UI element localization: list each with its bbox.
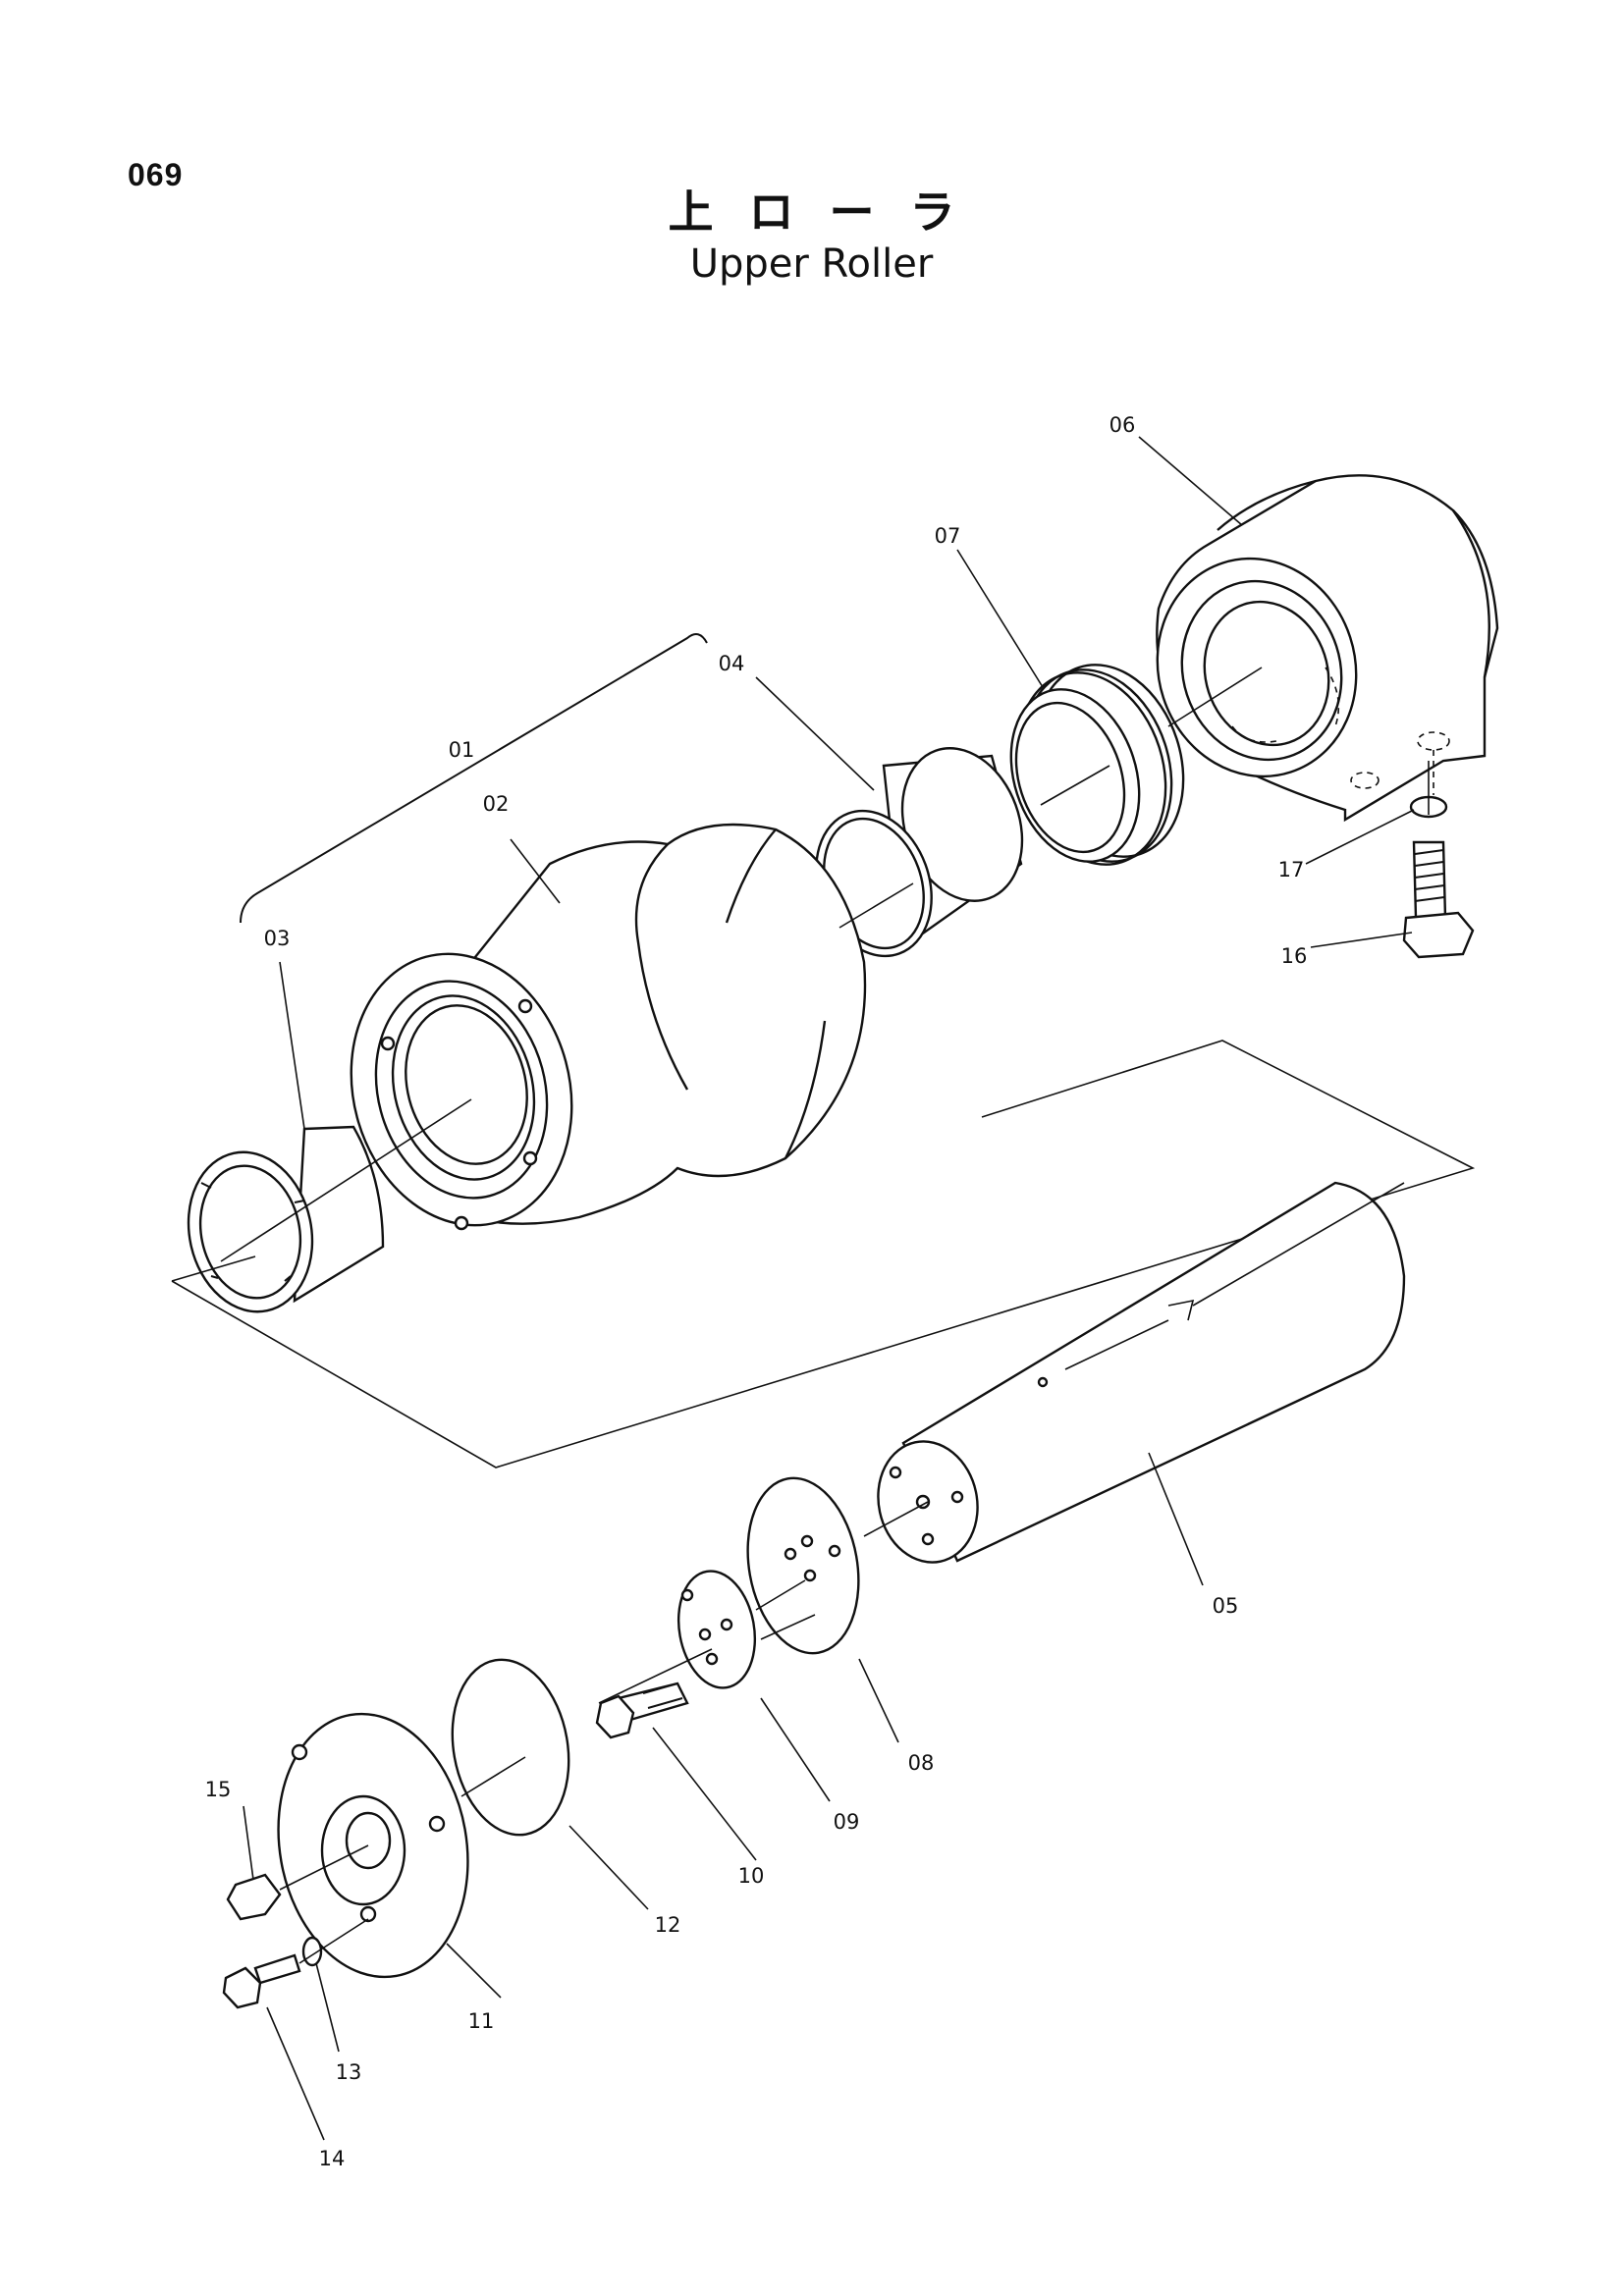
label-01: 01: [449, 738, 475, 762]
part-15-plug: [226, 1873, 282, 1921]
label-10: 10: [738, 1864, 765, 1888]
part-03-flange-bushing: [187, 1125, 385, 1313]
label-13: 13: [336, 2060, 362, 2084]
part-16-bolt: [1402, 840, 1475, 959]
label-11: 11: [468, 2009, 495, 2033]
label-16: 16: [1281, 944, 1308, 968]
part-07-floating-seal: [1009, 664, 1185, 866]
label-06: 06: [1109, 413, 1136, 437]
part-06-bracket-housing: [1156, 474, 1499, 823]
part-10-bolt: [595, 1682, 689, 1739]
part-12-o-ring: [451, 1658, 570, 1837]
center-lines: [220, 667, 1430, 1964]
label-15: 15: [205, 1778, 232, 1801]
label-04: 04: [719, 652, 745, 675]
leader-lines: [243, 436, 1415, 2141]
part-14-bolt: [222, 1953, 301, 2009]
part-08-plate: [746, 1476, 860, 1655]
label-14: 14: [319, 2147, 346, 2170]
part-05-shaft: [877, 1181, 1406, 1564]
part-11-cover: [277, 1712, 469, 1979]
title-english: Upper Roller: [689, 241, 934, 287]
label-09: 09: [834, 1810, 860, 1834]
label-02: 02: [483, 792, 510, 816]
label-12: 12: [655, 1913, 681, 1937]
label-08: 08: [908, 1751, 935, 1775]
label-05: 05: [1213, 1594, 1239, 1618]
label-17: 17: [1278, 858, 1305, 881]
part-02-roller-body: [350, 823, 867, 1231]
label-07: 07: [935, 524, 961, 548]
title-japanese: 上ローラ: [668, 186, 991, 239]
group-01-bracket: [240, 633, 708, 924]
assembly-outline: [171, 1040, 1476, 1468]
part-09-small-plate: [676, 1570, 757, 1689]
label-03: 03: [264, 927, 291, 950]
page-number: 069: [128, 157, 184, 192]
